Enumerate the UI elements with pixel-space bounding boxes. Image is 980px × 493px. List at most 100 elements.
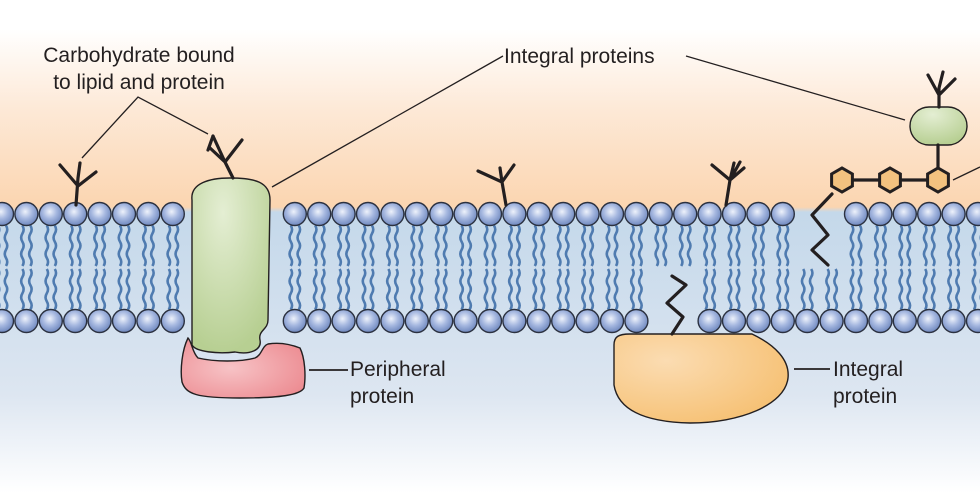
carbohydrate-icon	[58, 161, 98, 207]
lipid-tail	[345, 268, 351, 311]
phospholipid-head	[136, 308, 161, 334]
phospholipid-head	[551, 308, 576, 334]
lipid-tail	[808, 268, 814, 311]
phospholipid-head	[868, 201, 893, 227]
carbohydrate-icon	[710, 160, 746, 207]
lipid-tail	[564, 268, 570, 311]
phospholipid-head	[307, 201, 332, 227]
lipid-tail	[117, 268, 123, 311]
phospholipid-head	[575, 308, 600, 334]
phospholipid-head	[14, 308, 39, 334]
label-carbohydrate-line1: Carbohydrate bound	[43, 44, 234, 67]
lipid-tail	[507, 224, 513, 267]
lipid-tail	[735, 268, 741, 311]
integral-protein-cytoplasmic	[613, 333, 789, 424]
lipid-tail	[971, 268, 977, 311]
lipid-tail	[337, 268, 343, 311]
phospholipid-head	[721, 308, 747, 334]
label-peripheral-line2: protein	[350, 385, 414, 408]
lipid-tail	[149, 268, 155, 311]
label-integral-line2: protein	[833, 385, 897, 408]
integral-protein-spanning	[191, 177, 271, 354]
lipid-tail	[906, 268, 912, 311]
phospholipid-head	[819, 308, 844, 334]
lipid-tail	[174, 224, 180, 267]
phospholipid-head	[697, 308, 722, 334]
phospholipid-head	[62, 308, 88, 334]
lipid-tail	[686, 224, 692, 267]
lipid-tail	[825, 268, 831, 311]
carbohydrate-icon	[926, 70, 957, 109]
lipid-tail	[149, 224, 155, 267]
zigzag-anchor	[665, 274, 688, 336]
lipid-tail	[751, 224, 757, 267]
carbohydrate-chains	[58, 70, 957, 207]
lipid-tail	[873, 268, 879, 311]
phospholipid-head	[0, 201, 15, 227]
phospholipid-head	[502, 308, 527, 334]
lipid-tail	[654, 224, 660, 267]
lipid-tail	[166, 268, 172, 311]
phospholipid-head	[575, 201, 600, 227]
phospholipid-head	[526, 201, 551, 227]
lipid-tail	[393, 268, 399, 311]
lipid-tail	[898, 268, 904, 311]
lipid-tail	[93, 224, 99, 267]
lipid-tail	[483, 224, 489, 267]
lipid-tail	[540, 268, 546, 311]
lipid-tail	[906, 224, 912, 267]
lipid-tail	[369, 224, 375, 267]
phospholipid-head	[282, 308, 307, 334]
phospholipid-head	[599, 201, 625, 227]
phospholipid-head	[648, 201, 673, 227]
lipid-tail	[776, 268, 782, 311]
lipid-tail	[296, 224, 302, 267]
lipid-tail	[922, 224, 928, 267]
phospholipid-head	[87, 308, 112, 334]
phospholipid-head	[599, 308, 625, 334]
lipid-tail	[52, 224, 58, 267]
phospholipid-head	[917, 201, 942, 227]
phospholipid-head	[624, 308, 649, 334]
lipid-tail	[930, 268, 936, 311]
lipid-tail	[125, 224, 131, 267]
phospholipid-head	[526, 308, 551, 334]
label-peripheral-line1: Peripheral	[350, 358, 446, 381]
carbohydrate-icon	[206, 134, 244, 180]
lipid-tail	[101, 224, 107, 267]
lipid-tail	[288, 268, 294, 311]
phospholipid-head	[111, 308, 137, 334]
lipid-tail	[711, 224, 717, 267]
lipid-tail	[955, 268, 961, 311]
label-integral-line1: Integral	[833, 358, 903, 381]
lipid-tail	[434, 268, 440, 311]
phospholipid-head	[136, 201, 161, 227]
phospholipid-head	[282, 201, 307, 227]
lipid-tail	[174, 268, 180, 311]
lipid-tail	[345, 224, 351, 267]
lipid-tail	[857, 268, 863, 311]
sugar-hexagon-icon	[878, 166, 902, 194]
phospholipid-head	[843, 201, 869, 227]
lipid-tail	[947, 224, 953, 267]
lipid-tail	[467, 224, 473, 267]
lipid-tail	[581, 268, 587, 311]
lipid-tail	[44, 268, 50, 311]
lipid-tail	[727, 224, 733, 267]
lipid-tail	[385, 224, 391, 267]
lipid-tail	[101, 268, 107, 311]
phospholipid-head	[721, 201, 747, 227]
phospholipid-head	[551, 201, 576, 227]
lipid-tail	[556, 224, 562, 267]
phospholipid-head	[917, 308, 942, 334]
lipid-tail	[662, 224, 668, 267]
lipid-tail	[703, 224, 709, 267]
label-integral-proteins: Integral proteins	[504, 45, 655, 68]
phospholipid-head	[380, 201, 405, 227]
sugar-hexagons	[830, 166, 950, 194]
phospholipid-head	[892, 308, 917, 334]
lipid-tail	[800, 268, 806, 311]
lipid-tail	[483, 268, 489, 311]
lipid-tail	[312, 268, 318, 311]
lipid-tail	[881, 224, 887, 267]
